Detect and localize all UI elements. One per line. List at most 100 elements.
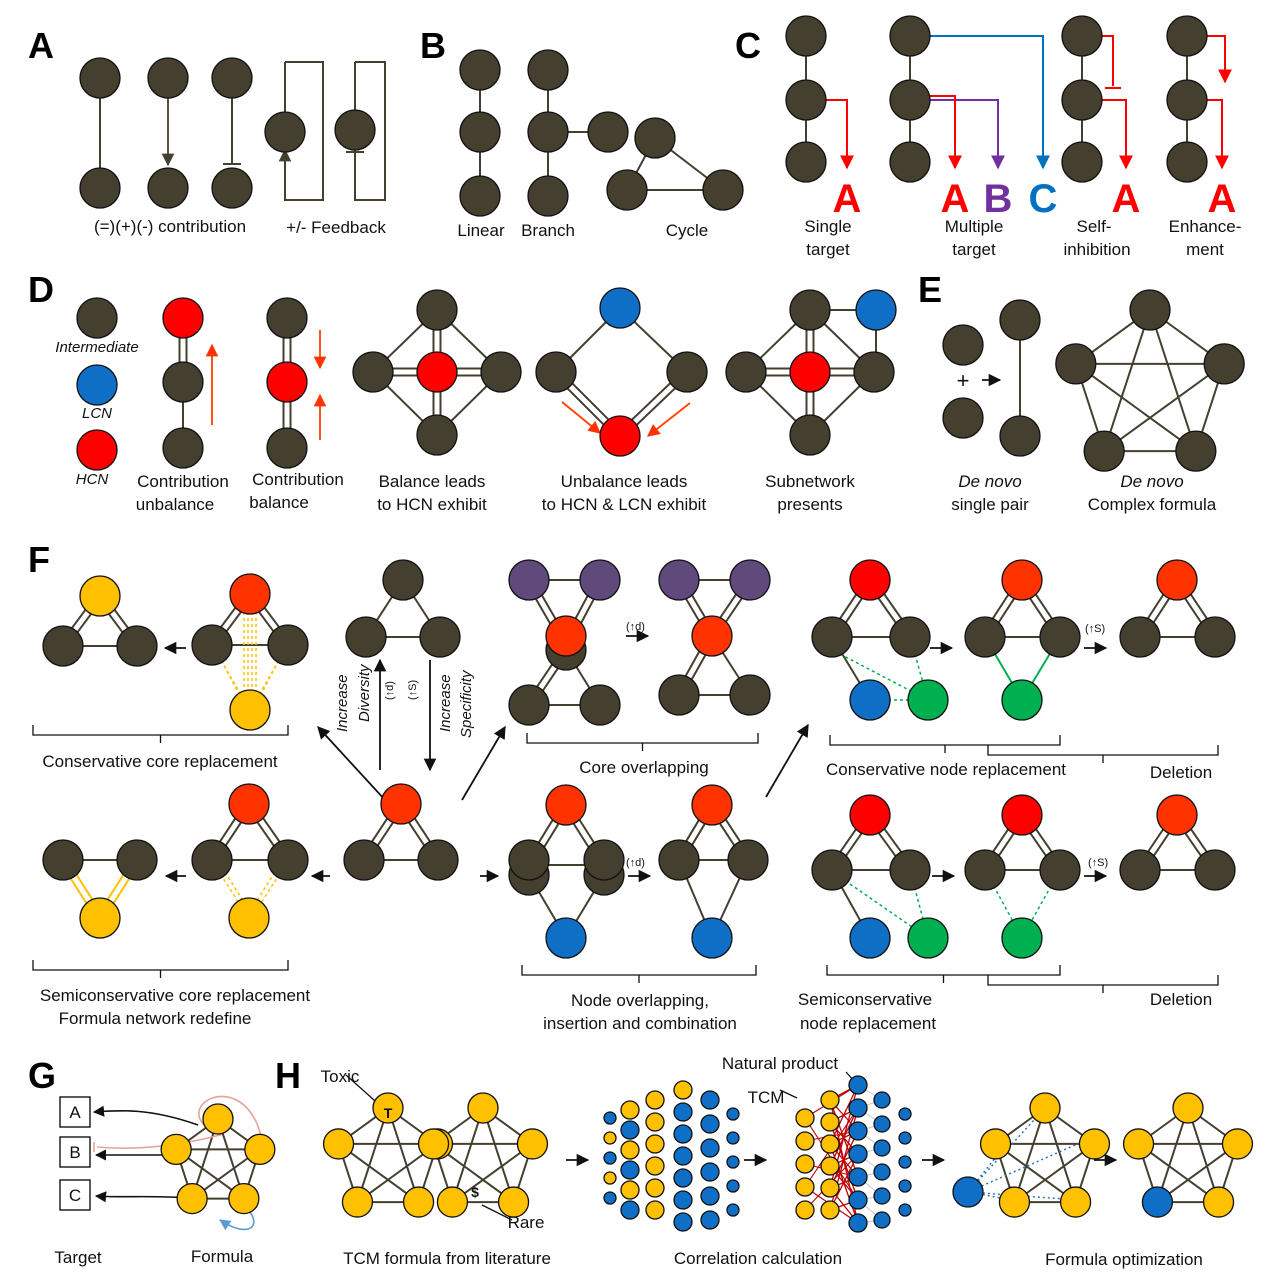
panel-letter-d: D <box>28 269 54 310</box>
node <box>419 616 461 658</box>
node <box>889 15 931 57</box>
g-target-box-a <box>59 1096 91 1128</box>
e-pair-italic: De novo <box>958 472 1021 491</box>
node <box>1194 849 1236 891</box>
node <box>162 297 204 339</box>
edge <box>1137 1143 1220 1203</box>
d-subnetwork-1: Subnetwork <box>765 472 855 491</box>
c-target-a-1: A <box>833 177 862 221</box>
corr-dot <box>898 1107 912 1121</box>
corr-dot <box>603 1111 617 1125</box>
f-increase-diversity-2: Diversity <box>356 663 373 722</box>
c-enh-label-2: ment <box>1186 240 1224 259</box>
d-unbalance-2: unbalance <box>136 495 214 514</box>
corr-dot <box>603 1191 617 1205</box>
node <box>266 361 308 403</box>
d-legend-lcn: LCN <box>82 405 112 422</box>
node <box>907 917 949 959</box>
node <box>999 415 1041 457</box>
node <box>527 49 569 91</box>
f-conservative-node: Conservative node replacement <box>826 760 1066 779</box>
node <box>1172 1092 1204 1124</box>
panel-letter-e: E <box>918 269 942 310</box>
node <box>352 351 394 393</box>
node <box>849 794 891 836</box>
corr-dot <box>645 1112 665 1132</box>
c-multiple-label-1: Multiple <box>945 217 1004 236</box>
corr-dot <box>673 1080 693 1100</box>
node <box>1203 343 1245 385</box>
corr-dot <box>673 1146 693 1166</box>
e-complex-italic: De novo <box>1120 472 1183 491</box>
corr-dot <box>673 1212 693 1232</box>
node <box>1061 15 1103 57</box>
legend-lcn-node <box>76 364 118 406</box>
g-arrow-a <box>92 1105 199 1126</box>
node <box>267 839 309 881</box>
corr-dot <box>673 1102 693 1122</box>
node <box>516 1128 549 1160</box>
node <box>116 625 158 667</box>
c-target-c: C <box>1029 177 1058 221</box>
f-node-overlapping-2: insertion and combination <box>543 1014 737 1033</box>
corr-dot <box>620 1140 640 1160</box>
node <box>889 616 931 658</box>
panel-letter-a: A <box>28 25 54 66</box>
panel-letter-c: C <box>735 25 761 66</box>
edge <box>451 1107 484 1203</box>
node <box>191 839 233 881</box>
node <box>147 57 189 99</box>
node <box>266 427 308 469</box>
d-unbalance-hcn-lcn-1: Unbalance leads <box>561 472 688 491</box>
edge <box>1013 1143 1096 1203</box>
h-rare-label: Rare <box>508 1213 545 1232</box>
c-blue-arrow <box>930 35 1050 170</box>
node <box>599 287 641 329</box>
arrow <box>765 723 809 798</box>
node <box>1029 1092 1061 1124</box>
corr-dot <box>873 1163 891 1181</box>
c-self-label-1: Self- <box>1077 217 1112 236</box>
node <box>191 624 233 666</box>
node <box>1221 1128 1254 1160</box>
corr-dot <box>795 1108 815 1128</box>
c-enh-target-arrow <box>1207 99 1229 170</box>
node <box>579 684 621 726</box>
edge <box>1103 309 1151 452</box>
node <box>889 849 931 891</box>
node <box>1175 430 1217 472</box>
d-balance-1: Contribution <box>252 470 344 489</box>
h-corr-label: Correlation calculation <box>674 1249 842 1268</box>
corr-dot <box>820 1134 840 1154</box>
c-self-label-2: inhibition <box>1063 240 1130 259</box>
node <box>508 839 550 881</box>
corr-dot <box>645 1178 665 1198</box>
bracket-deletion-1 <box>987 745 1219 756</box>
f-up-s-conservative: (↑S) <box>1085 623 1105 635</box>
node <box>416 414 458 456</box>
arrow <box>647 402 691 437</box>
node <box>964 849 1006 891</box>
e-complex-label: Complex formula <box>1088 495 1217 514</box>
g-formula-label: Formula <box>191 1247 254 1266</box>
node <box>382 559 424 601</box>
node <box>1001 917 1043 959</box>
node <box>79 897 121 939</box>
node <box>341 1186 374 1218</box>
edge <box>1156 1143 1239 1203</box>
node <box>702 169 744 211</box>
node <box>1119 616 1161 658</box>
corr-dot <box>673 1124 693 1144</box>
d-subnetwork-2: presents <box>777 495 842 514</box>
f-deletion-1: Deletion <box>1150 763 1212 782</box>
corr-dot <box>873 1139 891 1157</box>
node <box>535 351 577 393</box>
d-balance-2: balance <box>249 493 309 512</box>
legend-hcn-node <box>76 429 118 471</box>
edge <box>1149 309 1197 452</box>
node <box>789 351 831 393</box>
corr-dot <box>820 1112 840 1132</box>
corr-dot <box>873 1211 891 1229</box>
node <box>42 839 84 881</box>
node <box>202 1103 234 1135</box>
